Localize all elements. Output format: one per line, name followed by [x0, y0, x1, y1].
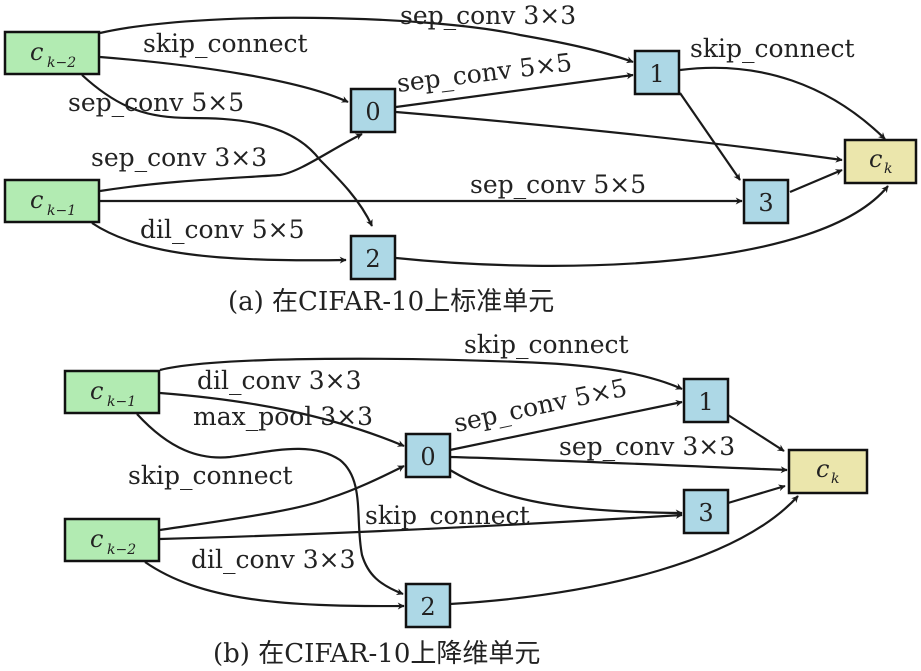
edge-a-ck2-to-1: [99, 16, 634, 64]
svg-text:0: 0: [420, 443, 435, 471]
edge-b-ck1-to-2: [136, 413, 404, 596]
edge-b-3-to-ck: [727, 484, 786, 505]
node-2: 2: [349, 234, 397, 281]
svg-text:3: 3: [758, 189, 773, 217]
edge-a-1-to-3: [679, 92, 741, 181]
edge-b-2-to-ck: [449, 495, 799, 606]
node-1: 1: [682, 377, 730, 424]
edge-label: skip_connect: [143, 29, 308, 58]
node-3: 3: [742, 178, 790, 225]
edge-label: dil_conv 3×3: [191, 545, 355, 574]
edge-b-ck1-to-0: [159, 391, 405, 448]
edge-label: skip_connect: [365, 501, 530, 530]
svg-text:0: 0: [365, 98, 380, 126]
edge-a-3-to-ck: [789, 168, 843, 194]
edge-a-0-to-ck: [395, 110, 843, 163]
edge-a-ck2-to-0: [99, 55, 349, 104]
edge-label: sep_conv 5×5: [470, 170, 646, 199]
node-c-k: c k: [787, 448, 869, 495]
edge-a-ck1-to-0: [99, 133, 363, 193]
edge-b-ck2-to-0: [159, 465, 405, 532]
edge-label: skip_connect: [690, 34, 855, 63]
node-c-k-minus-2: c k−2: [63, 517, 161, 563]
edge-a-2-to-ck: [395, 185, 889, 267]
node-3: 3: [682, 488, 730, 535]
svg-text:c: c: [816, 455, 829, 483]
edge-label: sep_conv 5×5: [68, 88, 244, 117]
edge-label: sep_conv 3×3: [559, 432, 735, 461]
edge-b-1-to-ck: [727, 414, 785, 452]
normal-cell-diagram: sep_conv 3×3 skip_connect sep_conv 5×5 s…: [3, 1, 918, 317]
svg-text:2: 2: [420, 593, 435, 621]
caption-b: (b) 在CIFAR-10上降维单元: [213, 639, 540, 669]
edge-label: skip_connect: [128, 461, 293, 490]
node-1: 1: [633, 49, 681, 96]
edge-label: skip_connect: [464, 330, 629, 359]
svg-text:k−2: k−2: [107, 542, 136, 558]
svg-text:k: k: [884, 161, 892, 177]
edge-label: sep_conv 5×5: [395, 48, 573, 98]
svg-text:3: 3: [698, 499, 713, 527]
node-c-k-minus-1: c k−1: [3, 178, 101, 224]
svg-text:c: c: [30, 38, 43, 66]
node-0: 0: [349, 87, 397, 134]
svg-text:k−1: k−1: [47, 203, 76, 219]
node-2: 2: [404, 582, 452, 629]
edge-a-1-to-ck: [679, 66, 886, 140]
edge-b-ck1-to-1: [159, 357, 683, 391]
svg-text:1: 1: [698, 388, 713, 416]
node-c-k-minus-1: c k−1: [63, 369, 161, 415]
edge-a-ck1-to-2: [91, 222, 347, 264]
edge-label: max_pool 3×3: [193, 402, 373, 431]
svg-text:c: c: [869, 145, 882, 173]
svg-text:1: 1: [649, 60, 664, 88]
svg-text:k−2: k−2: [47, 55, 76, 71]
svg-text:c: c: [30, 186, 43, 214]
node-c-k: c k: [843, 138, 918, 185]
edge-a-ck2-to-2: [81, 74, 373, 227]
edge-label: sep_conv 5×5: [451, 373, 629, 438]
svg-text:k: k: [831, 471, 839, 487]
edge-b-0-to-3: [449, 469, 683, 517]
node-0: 0: [404, 432, 452, 479]
edge-b-ck2-to-3: [159, 511, 683, 541]
edge-b-ck2-to-2: [144, 561, 405, 610]
edge-b-0-to-1: [449, 399, 683, 452]
edge-label: sep_conv 3×3: [400, 1, 576, 30]
svg-text:k−1: k−1: [107, 394, 136, 410]
reduction-cell-diagram: skip_connect dil_conv 3×3 max_pool 3×3 s…: [63, 330, 869, 669]
edge-label: dil_conv 5×5: [140, 215, 304, 244]
edge-label: dil_conv 3×3: [197, 366, 361, 395]
edge-b-0-to-ck: [449, 455, 788, 474]
edge-a-0-to-1: [395, 72, 634, 109]
svg-text:c: c: [90, 525, 103, 553]
svg-text:c: c: [90, 377, 103, 405]
edge-label: sep_conv 3×3: [91, 143, 267, 172]
node-c-k-minus-2: c k−2: [3, 30, 101, 76]
caption-a: (a) 在CIFAR-10上标准单元: [228, 287, 554, 317]
svg-text:2: 2: [365, 245, 380, 273]
